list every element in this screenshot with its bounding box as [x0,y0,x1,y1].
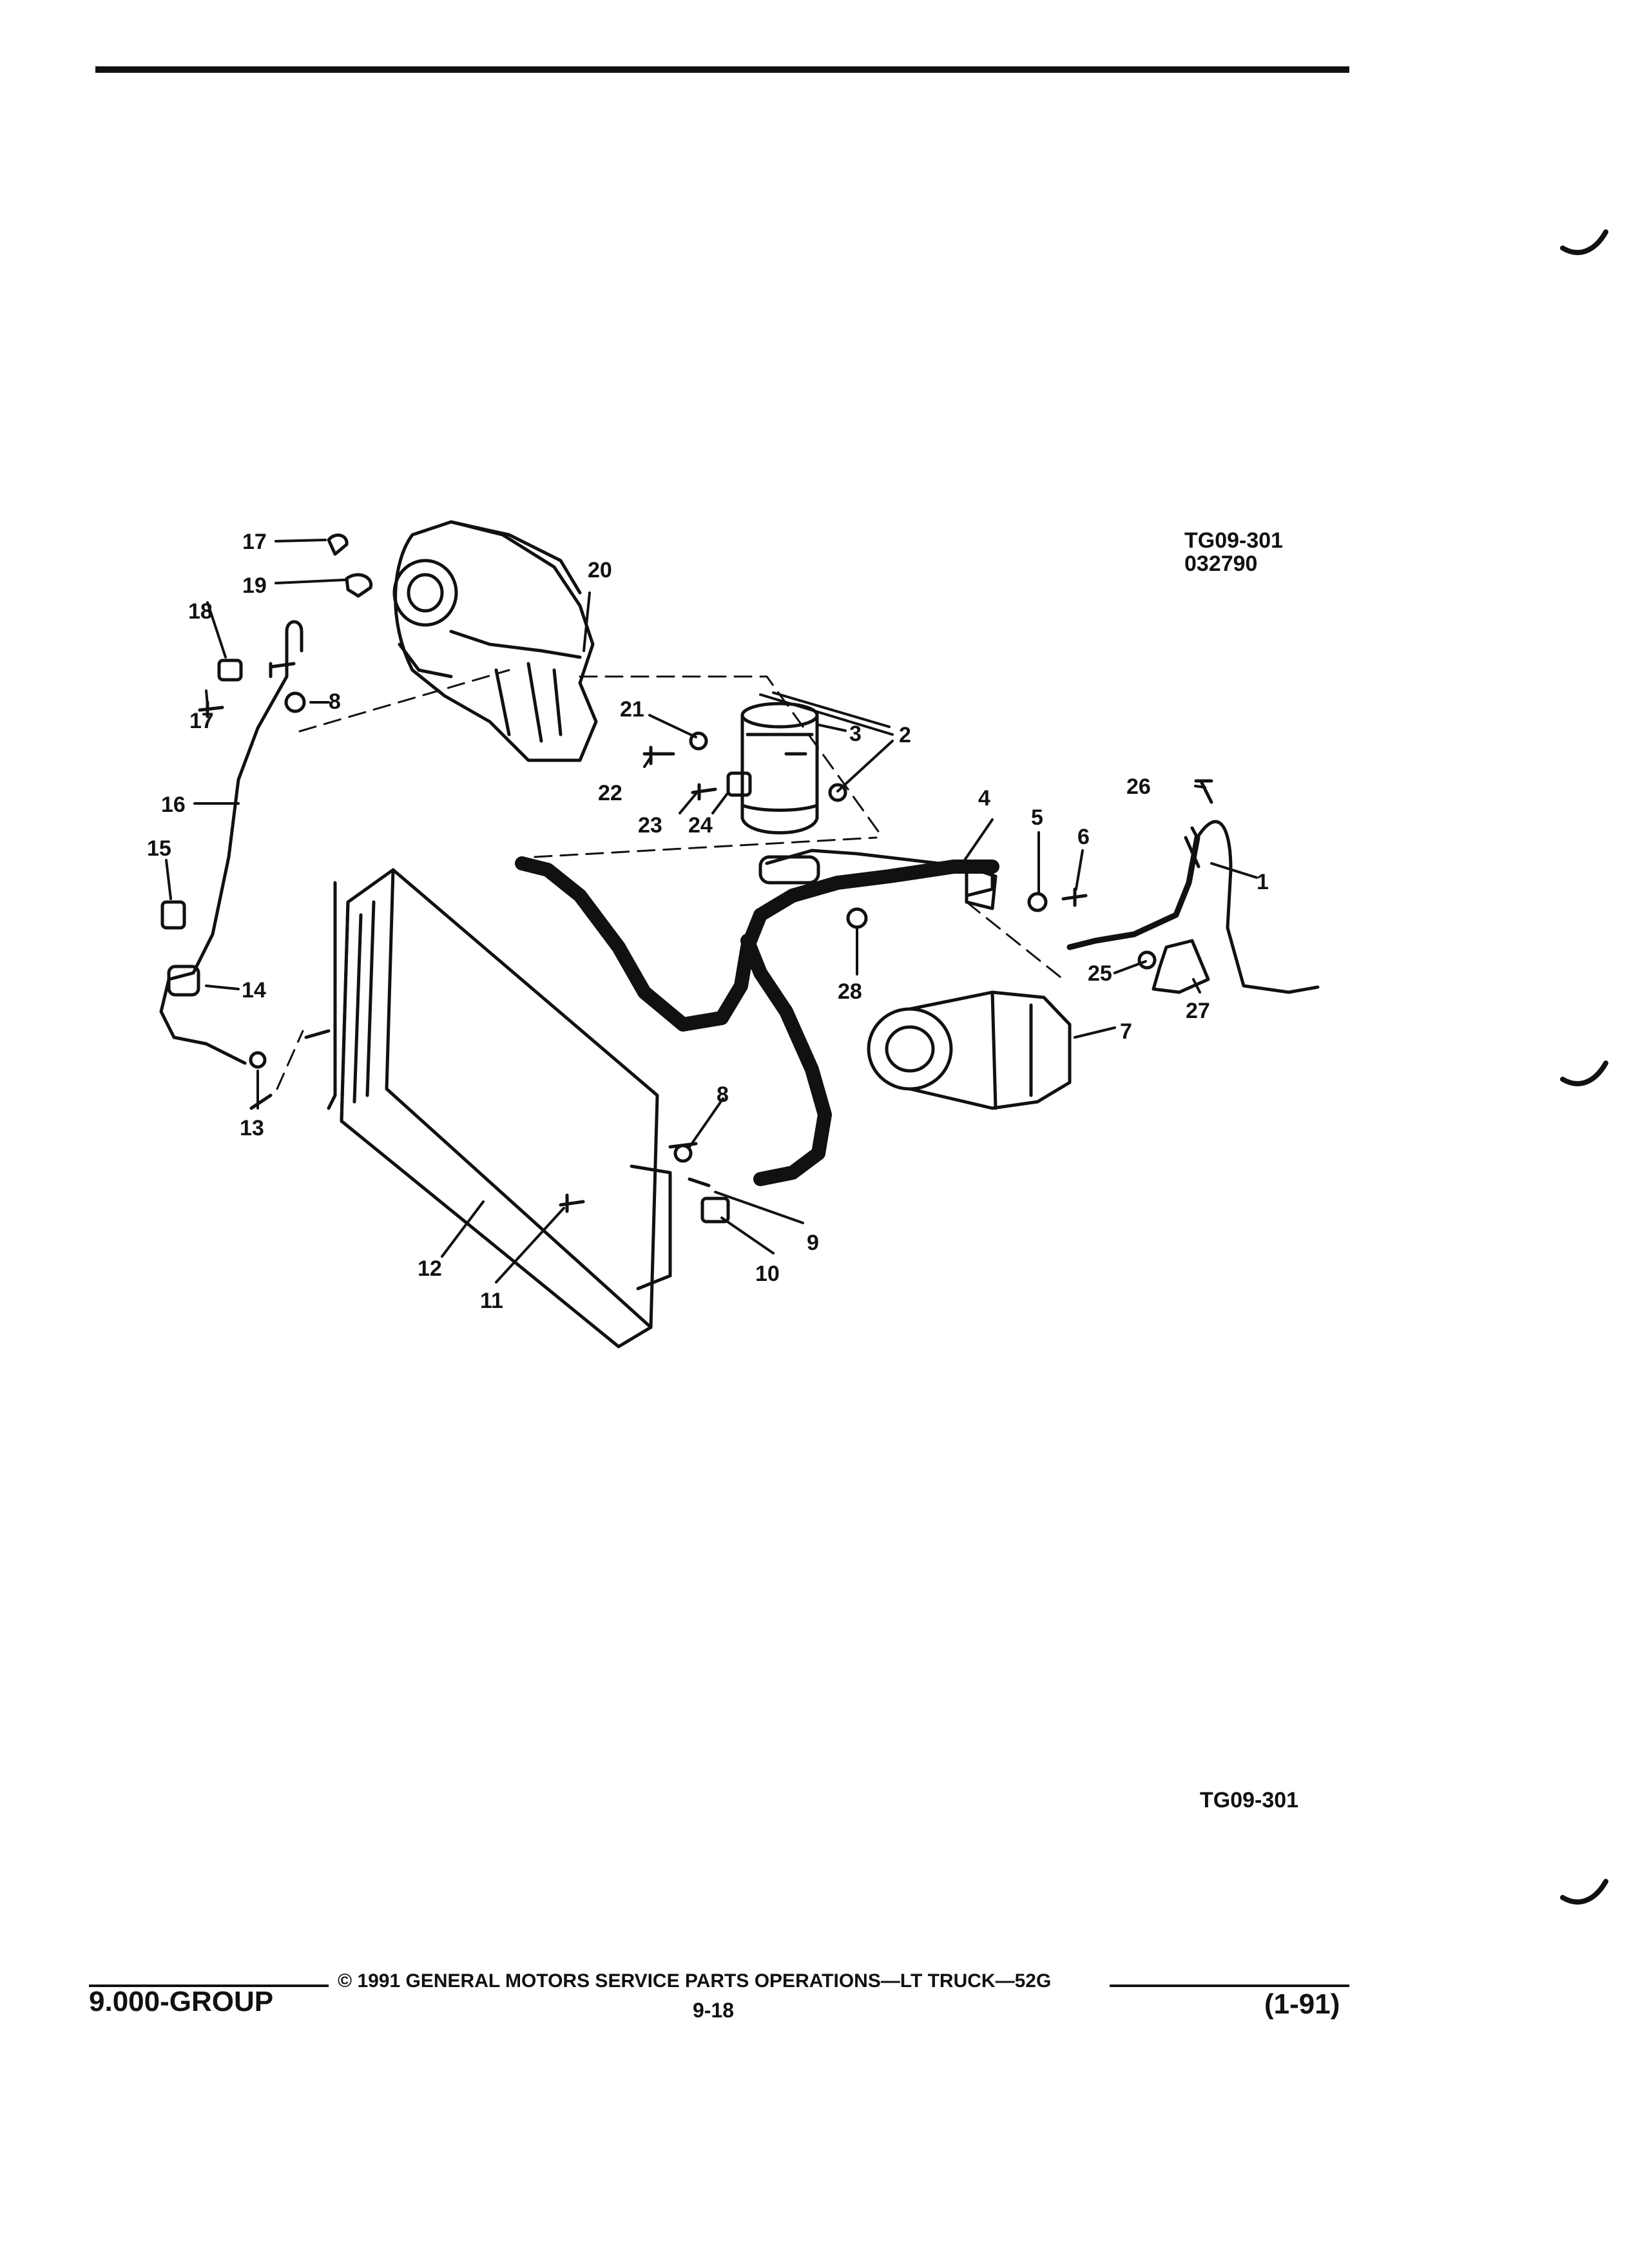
callout-19: 19 [242,573,267,598]
callout-3: 3 [849,722,862,746]
callout-1: 1 [1257,870,1269,894]
callout-17-upper: 17 [242,530,267,554]
hose-assembly [515,849,999,1186]
footer-page-number: 9-18 [693,1999,735,2022]
callout-27: 27 [1186,999,1210,1023]
compressor [867,990,1072,1110]
callout-24: 24 [688,813,713,838]
callout-25: 25 [1088,961,1112,986]
callout-labels: 1 2 3 4 5 6 7 8 8 9 10 11 12 13 14 15 16… [147,530,1269,1313]
callout-18: 18 [188,599,213,624]
callout-2: 2 [899,723,911,747]
binding-hole-mark [1560,1879,1608,1905]
header-rule [95,66,1349,73]
callout-8-lower: 8 [717,1082,729,1107]
clip-15 [160,900,186,930]
callout-22: 22 [598,781,622,805]
figure-date-code: 032790 [1184,552,1258,576]
compressor-line [1195,820,1320,994]
binding-hole-mark [1560,1061,1608,1086]
callout-4: 4 [978,786,990,811]
callout-8-upper: 8 [329,689,341,714]
footer-group: 9.000-GROUP [89,1986,274,2017]
callout-16: 16 [161,793,186,817]
figure-code-bottom: TG09-301 [1200,1788,1299,1812]
callout-15: 15 [147,836,171,861]
condenser [327,868,672,1349]
callout-11: 11 [480,1289,503,1313]
condenser-to-evap-line [159,620,304,1065]
figure-code-top: TG09-301 [1184,528,1284,553]
callout-26: 26 [1126,774,1151,799]
callout-7: 7 [1120,1019,1132,1044]
callout-6: 6 [1077,825,1090,849]
callout-10: 10 [755,1262,780,1286]
footer-rule-right [1110,1984,1349,1987]
block-18 [217,658,243,682]
callout-23: 23 [638,813,662,838]
callout-9: 9 [807,1231,819,1255]
evaporator-housing [392,520,598,762]
callout-12: 12 [418,1256,442,1281]
callout-5: 5 [1031,805,1043,830]
binding-hole-mark [1560,229,1608,255]
footer-date: (1-91) [1264,1988,1340,2020]
callout-17-lower: 17 [189,709,214,733]
callout-14: 14 [242,978,266,1003]
callout-21: 21 [620,697,644,722]
callout-20: 20 [588,558,612,582]
footer-rule-left [89,1984,329,1987]
callout-28: 28 [838,979,862,1004]
callout-13: 13 [240,1116,264,1140]
accumulator [740,702,819,834]
footer-copyright: © 1991 GENERAL MOTORS SERVICE PARTS OPER… [338,1970,1052,1992]
